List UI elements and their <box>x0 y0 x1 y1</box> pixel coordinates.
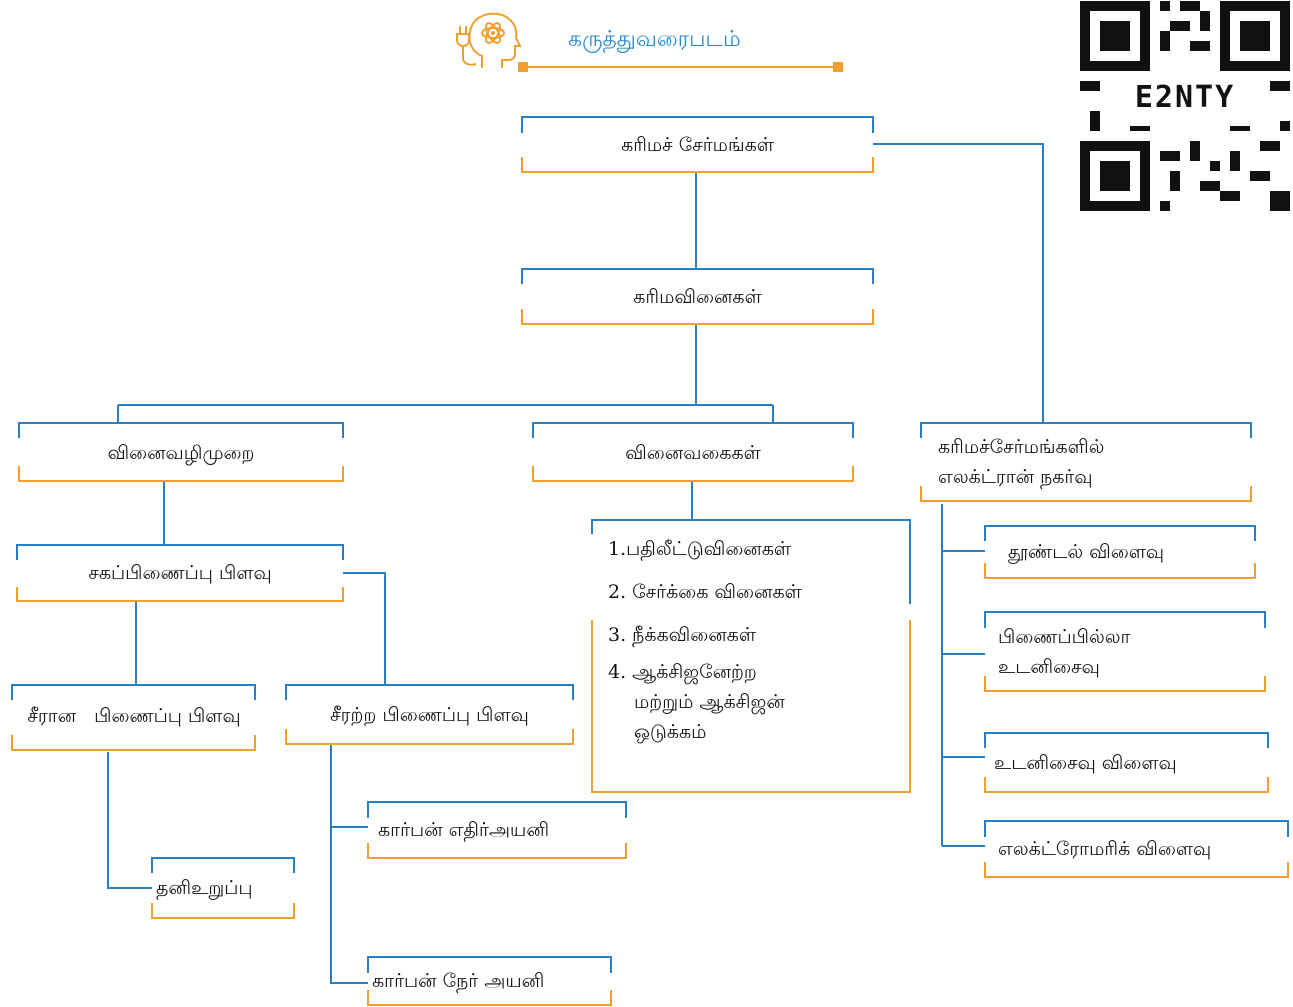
node-inductive-effect: தூண்டல் விளைவு <box>1008 541 1165 563</box>
node-free-radical: தனிஉறுப்பு <box>156 877 253 899</box>
header-title: கருத்துவரைபடம் <box>568 27 741 52</box>
node-electron-movement: கரிமச்சேர்மங்களில் எலக்ட்ரான் நகர்வு <box>938 436 1105 488</box>
list-item: மற்றும் ஆக்சிஜன் <box>634 691 785 713</box>
node-heterolytic-cleavage: சீரற்ற பிணைப்பு பிளவு <box>330 704 529 726</box>
reaction-types-list: 1.பதிலீட்டுவினைகள் 2. சேர்க்கை வினைகள் 3… <box>608 534 802 747</box>
node-reaction-mechanism: வினைவழிமுறை <box>107 441 255 464</box>
node-hyperconjugation: பிணைப்பில்லா உடனிசைவு <box>998 626 1131 678</box>
list-item: ஒடுக்கம் <box>634 721 707 743</box>
node-organic-compounds: கரிமச் சேர்மங்கள் <box>621 134 774 156</box>
node-covalent-cleavage: சகப்பிணைப்பு பிளவு <box>88 562 272 584</box>
list-item: 4. ஆக்சிஜனேற்ற <box>608 661 757 683</box>
qr-code-text: E2NTY <box>1134 80 1236 115</box>
node-reaction-types: வினைவகைகள் <box>625 441 761 464</box>
node-electromeric-effect: எலக்ட்ரோமரிக் விளைவு <box>998 838 1212 860</box>
node-carbanion: கார்பன் எதிர்அயனி <box>378 819 550 841</box>
list-item: 2. சேர்க்கை வினைகள் <box>608 581 802 603</box>
list-item: 3. நீக்கவினைகள் <box>608 624 756 646</box>
node-carbocation: கார்பன் நேர் அயனி <box>372 970 545 992</box>
list-item: 1.பதிலீட்டுவினைகள் <box>608 538 792 560</box>
node-homolytic-cleavage: சீரான பிணைப்பு பிளவு <box>27 705 241 727</box>
brain-atom-plug-icon <box>452 8 526 74</box>
node-resonance-effect: உடனிசைவு விளைவு <box>994 751 1177 774</box>
node-organic-reactions: கரிமவினைகள் <box>633 286 762 308</box>
qr-code: E2NTY <box>1080 0 1290 212</box>
